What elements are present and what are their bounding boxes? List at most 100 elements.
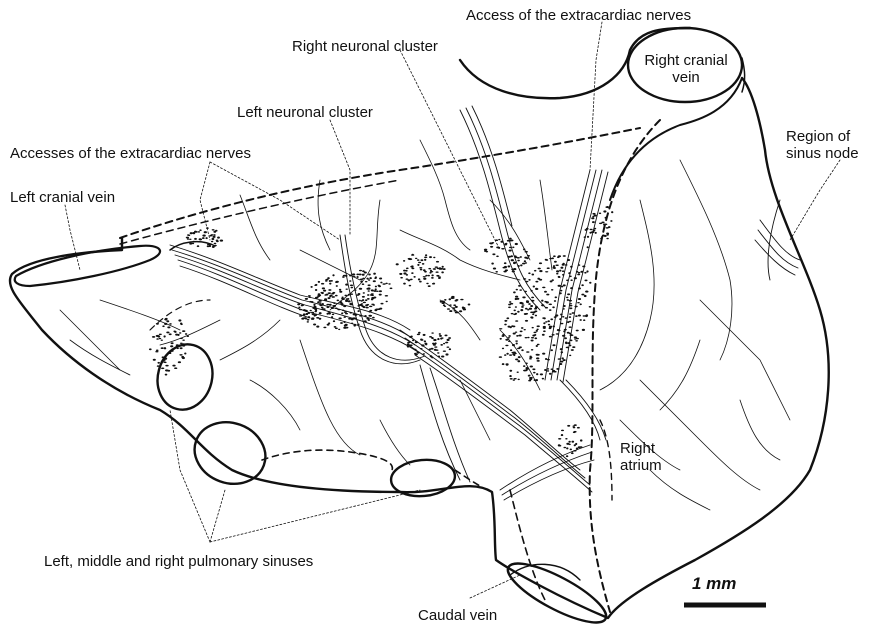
neuron-dot [318, 281, 320, 283]
neuron-dot [579, 319, 581, 321]
neuron-dot [364, 315, 366, 317]
neuron-dot [550, 369, 553, 370]
neuron-dot [534, 334, 536, 336]
neuron-dot [448, 337, 451, 339]
neuron-dot [424, 259, 426, 261]
neuron-dot [328, 289, 331, 291]
neuron-dot [517, 311, 519, 313]
neuron-dot [337, 300, 340, 302]
neuron-dot [568, 441, 570, 443]
neuron-dot [523, 278, 526, 280]
neuron-dot [326, 306, 329, 308]
neuron-dot [542, 334, 545, 336]
neuron-dot [325, 294, 328, 296]
neuron-dot [438, 356, 440, 358]
neuron-dot [499, 328, 502, 329]
neuron-dot [535, 315, 537, 317]
neuron-dot [572, 346, 575, 348]
neuron-dot [436, 275, 439, 277]
neuron-dot [504, 262, 507, 264]
neuron-dot [604, 235, 607, 237]
neuron-dot [311, 318, 314, 319]
neuron-dot [594, 228, 596, 230]
neuron-dot [349, 312, 352, 314]
label-right-neuronal-cluster: Right neuronal cluster [292, 38, 438, 55]
neuron-dot [403, 260, 405, 262]
neuron-dot [159, 334, 162, 335]
neuron-dot [182, 340, 185, 341]
neuron-dot [539, 262, 542, 264]
neuron-dot [437, 352, 439, 353]
neuron-dot [193, 233, 195, 235]
neuron-dot [414, 349, 417, 350]
neuron-dot [535, 281, 538, 283]
neuron-dot [411, 254, 414, 256]
neuron-dot [310, 301, 313, 303]
neuron-dot [577, 302, 580, 303]
neuron-dot [504, 243, 506, 245]
neuron-dot [560, 361, 563, 363]
neuron-dot [569, 305, 572, 307]
neuron-dot [508, 335, 511, 337]
neuron-dot [375, 288, 377, 290]
neuron-dot [449, 298, 452, 300]
neuron-dot [419, 267, 422, 269]
neuron-dot [549, 373, 552, 375]
neuron-dot [386, 301, 388, 302]
neuron-dot [513, 291, 516, 293]
neuron-dot [205, 237, 207, 239]
neuron-dot [526, 351, 529, 353]
neuron-dot [460, 299, 463, 301]
neuron-dot [545, 271, 548, 272]
neuron-dot [446, 346, 449, 347]
neuron-dot [606, 238, 609, 240]
fine-nerve-network [60, 140, 790, 510]
neuron-dot [569, 307, 572, 309]
neuron-dot [530, 290, 532, 292]
neuron-dot [442, 302, 445, 304]
neuron-dot [547, 368, 549, 370]
neuron-dot [403, 272, 406, 274]
neuron-dot [525, 281, 528, 283]
neuron-dot [565, 317, 568, 319]
neuron-dot [536, 345, 538, 347]
neuron-dot [163, 361, 166, 363]
neuron-dot [190, 232, 193, 234]
neuron-dot [403, 270, 406, 272]
neuron-dot [510, 239, 513, 241]
neuron-dot [531, 337, 534, 338]
neuron-dot [569, 300, 572, 302]
neuron-dot [331, 293, 334, 295]
neuron-dot [156, 335, 159, 337]
neuron-dot [518, 379, 520, 381]
neuron-dot [368, 273, 371, 275]
neuron-dot [211, 238, 214, 240]
neuron-dot [207, 245, 210, 247]
neuron-dot [533, 372, 536, 374]
neuron-dot [484, 250, 487, 252]
neuron-dot [424, 257, 427, 259]
neuron-dot [343, 305, 346, 307]
neuron-dot [400, 277, 403, 279]
neuron-dot [468, 304, 471, 306]
neuron-dot [510, 378, 513, 380]
neuron-dot [326, 313, 329, 314]
neuron-dot [566, 280, 569, 282]
neuron-dot [574, 277, 577, 279]
neuron-dot [549, 327, 552, 329]
neuron-dot [152, 336, 155, 338]
neuron-dot [560, 323, 563, 325]
neuron-dot [178, 319, 181, 321]
neuron-dot [546, 301, 549, 303]
neuron-dot [214, 243, 217, 244]
neuron-dot [530, 305, 533, 307]
neuron-dot [509, 354, 512, 355]
neuron-dot [555, 314, 558, 316]
neuron-dot [508, 249, 511, 251]
neuron-dot [365, 299, 367, 301]
neuron-dot [362, 296, 365, 298]
neuron-dot [570, 266, 573, 268]
neuron-dot [319, 300, 322, 302]
neuron-dot [528, 303, 531, 305]
neuron-dot [537, 360, 540, 362]
